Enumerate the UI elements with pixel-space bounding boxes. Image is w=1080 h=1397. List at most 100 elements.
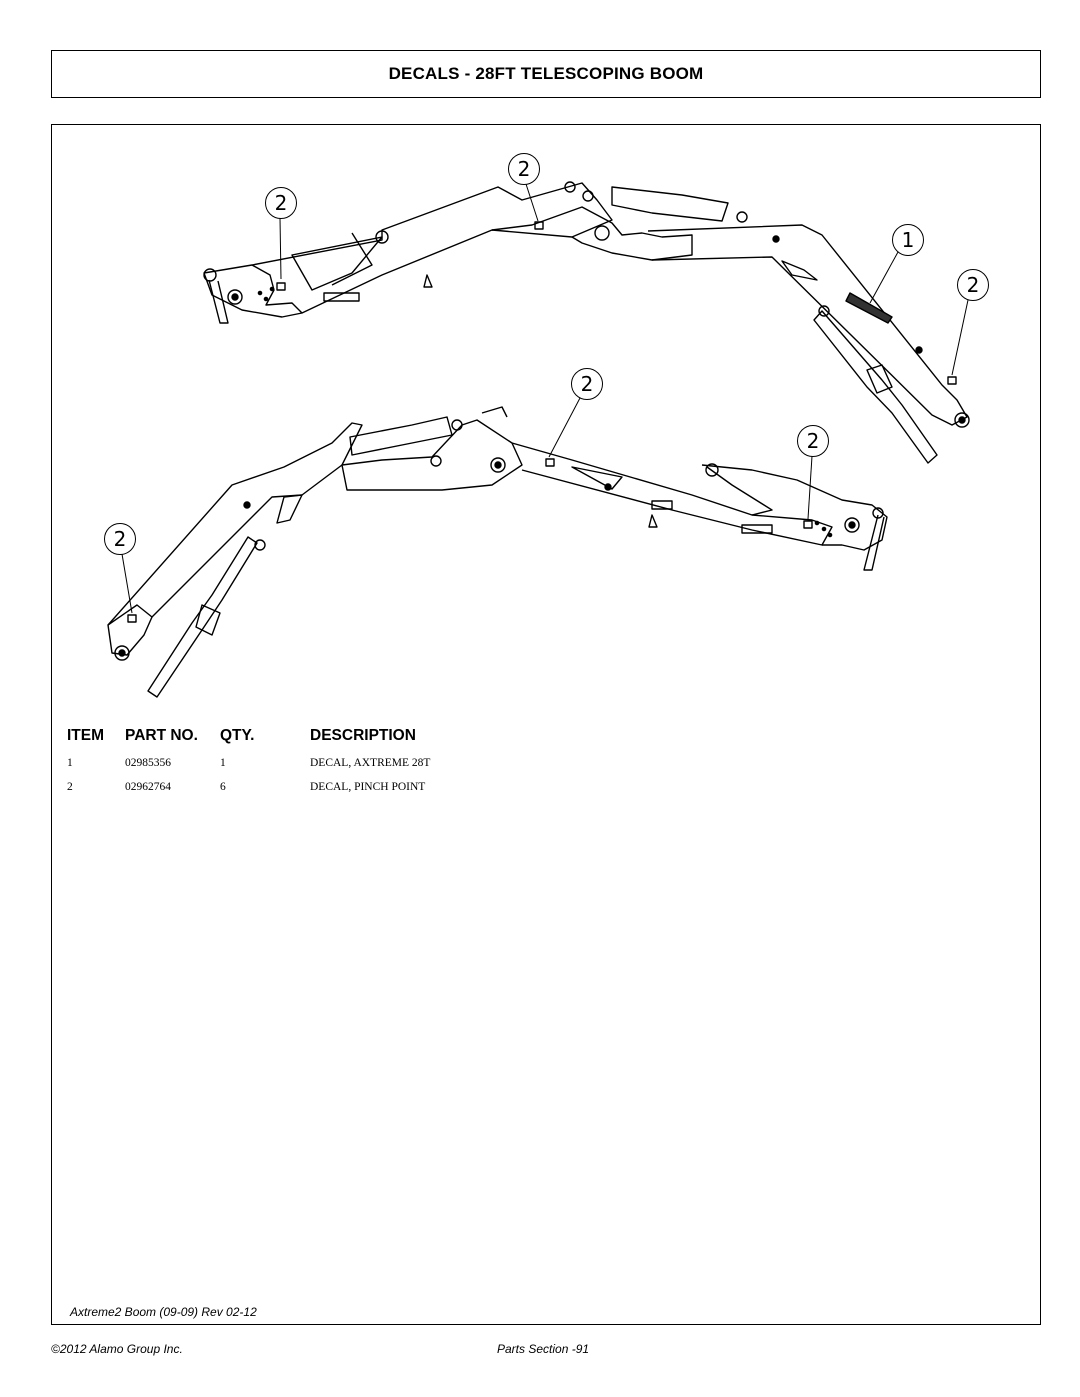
table-cell-description: DECAL, PINCH POINT xyxy=(310,781,426,793)
upper-cylinder xyxy=(323,292,360,302)
lower-pivot-pin xyxy=(844,517,860,533)
lower-lift-cylinder xyxy=(147,536,258,698)
table-cell-item: 2 xyxy=(67,781,73,793)
callout-leader xyxy=(121,553,133,614)
upper-knuckle xyxy=(491,206,693,261)
bolt xyxy=(827,532,833,538)
upper-pivot-pin xyxy=(564,181,576,193)
col-header-qty: QTY. xyxy=(220,727,255,744)
lower-hydraulic-cylinder xyxy=(349,416,453,456)
upper-main-boom xyxy=(251,182,613,314)
table-cell-part-no: 02985356 xyxy=(125,757,171,769)
axtreme-decal xyxy=(845,292,893,324)
table-cell-item: 1 xyxy=(67,757,73,769)
pinch-point-decal xyxy=(947,376,957,385)
callout-number: 2 xyxy=(966,273,980,297)
page-title: DECALS - 28FT TELESCOPING BOOM xyxy=(388,64,704,83)
callout-number: 2 xyxy=(517,157,531,181)
callout-number: 2 xyxy=(580,372,594,396)
lower-pivot-pin xyxy=(872,507,884,519)
upper-pivot-pin xyxy=(772,235,780,243)
upper-pivot-pin xyxy=(231,293,239,301)
parts-panel: 2 2 1 2 2 2 2 xyxy=(51,124,1041,1325)
lower-boom-assembly xyxy=(107,406,888,698)
callout-balloon: 2 xyxy=(797,425,829,457)
pinch-point-decal xyxy=(127,614,137,623)
upper-pivot-pin xyxy=(375,230,389,244)
bolt xyxy=(263,296,269,302)
lower-bracket xyxy=(648,514,658,528)
table-cell-qty: 6 xyxy=(220,781,226,793)
pinch-point-decal xyxy=(276,282,286,291)
table-cell-description: DECAL, AXTREME 28T xyxy=(310,757,431,769)
callout-leader xyxy=(548,397,581,458)
lower-boom-brace xyxy=(706,466,773,516)
callout-leader xyxy=(807,455,813,520)
revision-note: Axtreme2 Boom (09-09) Rev 02-12 xyxy=(70,1305,257,1319)
pinch-point-decal xyxy=(534,221,544,230)
upper-boom-plate xyxy=(291,236,383,291)
upper-hydraulic-cylinder xyxy=(611,186,729,222)
upper-pivot-pin xyxy=(203,268,217,282)
bolt xyxy=(269,286,275,292)
lower-pivot-pin xyxy=(490,457,506,473)
lower-pivot-pin xyxy=(118,649,126,657)
upper-pivot-pin xyxy=(227,289,243,305)
pinch-point-decal xyxy=(545,458,555,467)
upper-pivot-pin xyxy=(594,225,610,241)
boom-decal-drawing xyxy=(107,181,970,698)
callout-number: 1 xyxy=(901,228,915,252)
upper-link-arm xyxy=(208,279,229,324)
lower-bracket xyxy=(481,406,508,418)
callout-leader xyxy=(951,299,969,376)
callout-leader xyxy=(525,183,539,222)
table-cell-part-no: 02962764 xyxy=(125,781,171,793)
callout-balloon: 2 xyxy=(571,368,603,400)
table-cell-qty: 1 xyxy=(220,757,226,769)
upper-cylinder-collar xyxy=(866,364,893,394)
lower-boom-plate xyxy=(571,466,623,490)
upper-pivot-pin xyxy=(958,416,966,424)
lower-main-boom xyxy=(511,442,833,546)
lower-brace xyxy=(651,500,673,510)
bolt xyxy=(257,290,263,296)
upper-second-boom xyxy=(647,224,968,426)
copyright: ©2012 Alamo Group Inc. xyxy=(51,1342,183,1356)
upper-pivot-pin xyxy=(915,346,923,354)
lower-pivot-pin xyxy=(114,645,130,661)
col-header-description: DESCRIPTION xyxy=(310,727,416,744)
lower-pivot-pin xyxy=(848,521,856,529)
upper-lift-cylinder xyxy=(813,310,938,464)
lower-mount-bracket xyxy=(701,464,888,551)
lower-end-bracket xyxy=(107,604,153,656)
lower-pivot-pin xyxy=(243,501,251,509)
lower-pivot-pin xyxy=(451,419,463,431)
upper-bracket xyxy=(423,274,433,288)
callout-leader xyxy=(869,251,899,304)
callout-number: 2 xyxy=(806,429,820,453)
pinch-point-decal xyxy=(803,520,813,529)
page-number: Parts Section -91 xyxy=(497,1342,590,1356)
callout-balloon: 2 xyxy=(265,187,297,219)
lower-cylinder xyxy=(741,524,773,534)
upper-pivot-pin xyxy=(736,211,748,223)
upper-pivot-pin xyxy=(954,412,970,428)
upper-boom-assembly xyxy=(203,181,970,464)
lower-knuckle xyxy=(341,419,523,491)
upper-pivot-pin xyxy=(818,305,830,317)
callout-balloon: 2 xyxy=(957,269,989,301)
lower-boom-plate xyxy=(276,494,303,524)
lower-pivot-pin xyxy=(494,461,502,469)
callout-number: 2 xyxy=(113,527,127,551)
upper-boom-brace xyxy=(331,232,373,286)
col-header-item: ITEM xyxy=(67,727,105,744)
lower-pivot-pin xyxy=(430,455,442,467)
upper-boom-plate xyxy=(781,260,818,281)
col-header-part-no: PART NO. xyxy=(125,727,198,744)
upper-mount-bracket xyxy=(203,264,303,318)
lower-pivot-pin xyxy=(705,463,719,477)
callout-balloon: 2 xyxy=(104,523,136,555)
page-title-box: DECALS - 28FT TELESCOPING BOOM xyxy=(51,50,1041,98)
upper-pivot-pin xyxy=(582,190,594,202)
callout-balloon: 1 xyxy=(892,224,924,256)
